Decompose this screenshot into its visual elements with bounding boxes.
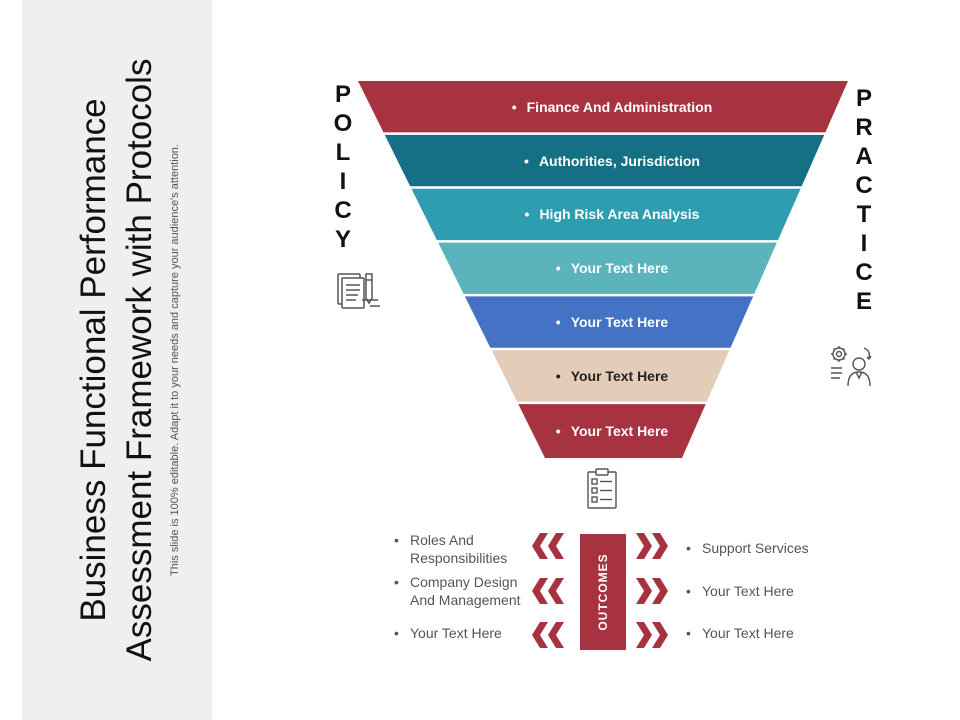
funnel-layer-4 <box>438 242 777 294</box>
funnel-layer-label-4: •Your Text Here <box>555 260 669 277</box>
right-chevron-icon-2 <box>636 578 668 604</box>
title-sidebar <box>22 0 212 720</box>
document-pen-icon <box>337 273 380 309</box>
left-chevron-icon-2 <box>532 578 564 604</box>
funnel-layer-7 <box>518 404 706 458</box>
right-chevron-icon-3 <box>636 622 668 648</box>
left-chevron-icon-1 <box>532 533 564 559</box>
right-outcome-2: •Your Text Here <box>686 583 794 599</box>
left-outcome-3: •Your Text Here <box>394 625 502 641</box>
funnel-layer-3 <box>411 188 801 241</box>
funnel-layer-label-6: •Your Text Here <box>555 367 669 384</box>
funnel-layer-label-7: •Your Text Here <box>555 423 669 440</box>
right-outcome-1: •Support Services <box>686 540 809 556</box>
funnel-layer-6 <box>491 350 730 402</box>
funnel-layer-label-3: •High Risk Area Analysis <box>524 206 700 223</box>
gear-person-icon <box>831 346 872 387</box>
checklist-icon <box>587 468 617 509</box>
outcomes-label: OUTCOMES <box>596 553 610 631</box>
funnel-layer-5 <box>464 296 754 348</box>
right-outcome-3: •Your Text Here <box>686 625 794 641</box>
funnel-layer-1 <box>358 81 848 133</box>
right-chevron-icon-1 <box>636 533 668 559</box>
funnel-layer-label-2: •Authorities, Jurisdiction <box>524 152 700 169</box>
funnel-layer-label-1: •Finance And Administration <box>511 98 713 115</box>
outcomes-box <box>580 534 626 650</box>
funnel-layer-label-5: •Your Text Here <box>555 314 669 331</box>
funnel-layer-2 <box>384 134 825 187</box>
left-chevron-icon-3 <box>532 622 564 648</box>
